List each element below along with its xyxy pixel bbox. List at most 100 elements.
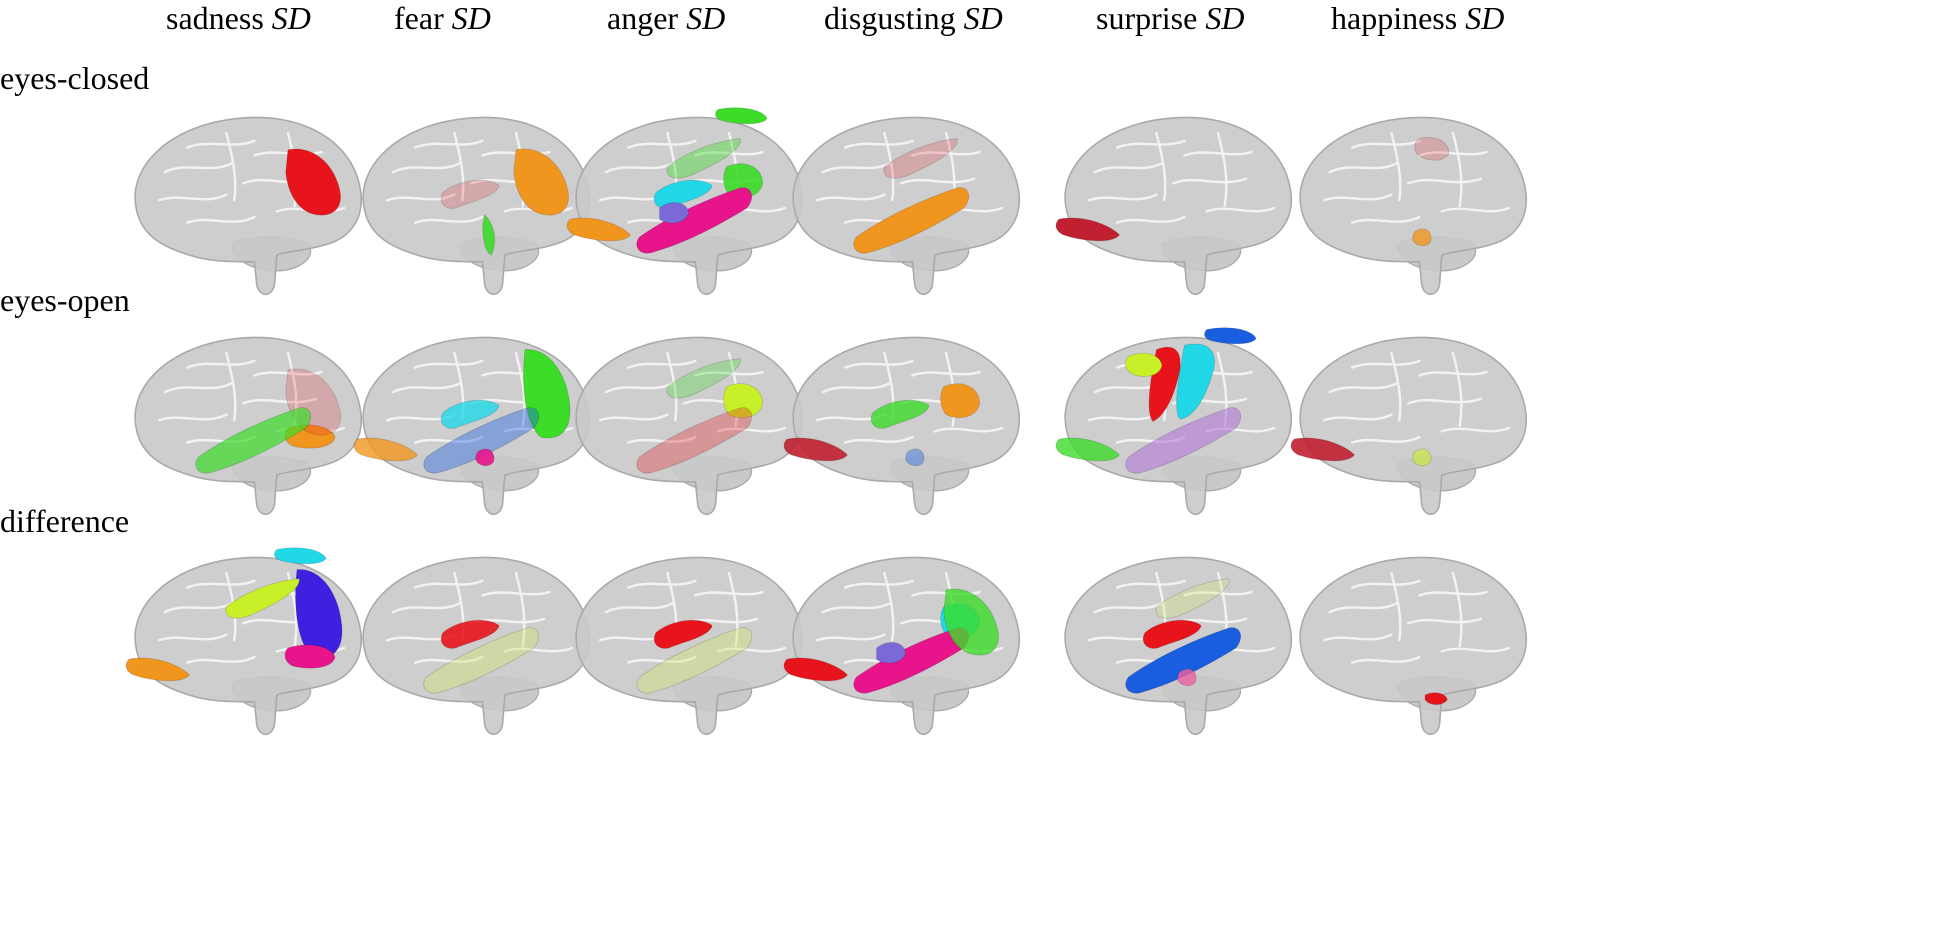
brain-gyrus <box>1093 602 1164 614</box>
brain-gyrus <box>185 359 256 369</box>
brain-gyrus <box>1440 426 1511 433</box>
activation-region-green <box>943 588 999 656</box>
brain-outline <box>1299 116 1527 296</box>
activation-region-green <box>1055 437 1121 462</box>
brain-gyrus <box>163 162 234 174</box>
brain-gyrus <box>626 655 697 664</box>
brain-gyrus <box>1322 413 1393 422</box>
brain-gyrus <box>185 215 256 224</box>
activation-region-red <box>285 148 341 216</box>
activation-region-cyan <box>653 179 713 209</box>
activation-region-blue <box>1204 327 1257 345</box>
brain-gyrus <box>815 193 886 202</box>
brain-gyrus <box>1350 359 1421 369</box>
activation-region-magenta <box>284 644 336 669</box>
activation-region-blue <box>1125 627 1242 694</box>
brain-gyrus <box>1183 590 1253 597</box>
brain-gyrus <box>821 382 892 394</box>
activation-region-darkred <box>1055 217 1121 242</box>
brain-panel-eyes-closed-fear <box>362 116 590 296</box>
brain-panel-eyes-closed-disgusting <box>792 116 1020 296</box>
brain-gyrus <box>413 435 484 444</box>
activation-region-orange <box>1412 228 1432 247</box>
brain-gyrus <box>157 633 228 642</box>
brain-panel-eyes-open-happiness <box>1290 336 1527 516</box>
brain-gyrus <box>1451 351 1463 428</box>
brain-gyrus <box>1390 571 1402 642</box>
brain-gyrus <box>1440 206 1511 213</box>
brain-panel-eyes-open-surprise <box>1055 327 1292 516</box>
activation-region-red <box>1414 137 1450 161</box>
activation-region-red <box>653 619 713 649</box>
activation-region-green <box>482 213 495 256</box>
brain-gyrus <box>899 177 976 185</box>
column-header-fear: fear SD <box>394 0 491 40</box>
brain-outline <box>575 116 803 296</box>
brain-gyrus <box>253 370 323 377</box>
brain-gyrus <box>1328 602 1399 614</box>
activation-region-red <box>636 407 753 474</box>
brain-gyrus <box>626 139 697 149</box>
activation-region-green <box>870 399 930 429</box>
brain-gyrus <box>1115 139 1186 149</box>
brain-panel-difference-surprise <box>1064 556 1292 736</box>
brain-gyrus <box>503 646 574 653</box>
brain-outline <box>575 336 803 516</box>
brain-gyrus <box>843 359 914 369</box>
brain-gyrus <box>1451 131 1463 208</box>
activation-region-violet <box>876 642 907 664</box>
brain-gyrus <box>694 150 764 157</box>
column-header-suffix: SD <box>1205 0 1245 36</box>
brain-panel-difference-sadness <box>125 547 362 736</box>
activation-region-darkred <box>1290 437 1356 462</box>
brain-gyrus <box>286 571 298 648</box>
brain-outline <box>362 556 590 736</box>
brain-outline <box>1064 336 1292 516</box>
brain-outline <box>134 336 362 516</box>
activation-region-orange <box>940 383 981 419</box>
activation-region-green <box>715 107 768 125</box>
brain-gyrus <box>716 646 787 653</box>
activation-region-red <box>440 619 500 649</box>
brain-gyrus <box>604 382 675 394</box>
activation-region-lime <box>225 578 300 619</box>
column-header-suffix: SD <box>1465 0 1505 36</box>
brain-panel-eyes-open-disgusting <box>783 336 1020 516</box>
brain-gyrus <box>1350 139 1421 149</box>
brain-gyrus <box>598 413 669 422</box>
brain-gyrus <box>604 162 675 174</box>
brain-gyrus <box>481 590 551 597</box>
brain-panel-eyes-closed-surprise <box>1055 116 1292 296</box>
brain-outline <box>792 336 1020 516</box>
column-header-suffix: SD <box>686 0 726 36</box>
activation-region-cyan <box>440 399 500 429</box>
brain-gyrus <box>1418 150 1488 157</box>
brain-gyrus <box>883 571 895 642</box>
activation-region-pink <box>1177 668 1197 687</box>
brain-gyrus <box>1183 150 1253 157</box>
column-header-label: surprise <box>1096 0 1198 36</box>
column-header-happiness: happiness SD <box>1331 0 1504 40</box>
brain-panel-difference-anger <box>575 556 803 736</box>
activation-region-yellowgreen <box>423 627 540 694</box>
brain-panel-eyes-closed-anger <box>566 107 803 296</box>
activation-region-red <box>440 179 500 209</box>
brain-gyrus <box>1328 162 1399 174</box>
activation-region-orange <box>566 217 632 242</box>
brain-outline <box>1064 556 1292 736</box>
brain-gyrus <box>626 579 697 589</box>
activation-region-green <box>523 349 571 439</box>
column-header-suffix: SD <box>963 0 1003 36</box>
brain-gyrus <box>883 131 895 202</box>
brain-gyrus <box>225 351 237 422</box>
brain-gyrus <box>163 602 234 614</box>
brain-gyrus <box>163 382 234 394</box>
column-header-label: anger <box>607 0 679 36</box>
brain-gyrus <box>1390 351 1402 422</box>
brain-gyrus <box>1322 633 1393 642</box>
activation-region-purple <box>1125 407 1242 474</box>
brain-gyrus <box>911 150 981 157</box>
brain-gyrus <box>1406 177 1483 185</box>
brain-gyrus <box>1418 370 1488 377</box>
brain-gyrus <box>821 162 892 174</box>
